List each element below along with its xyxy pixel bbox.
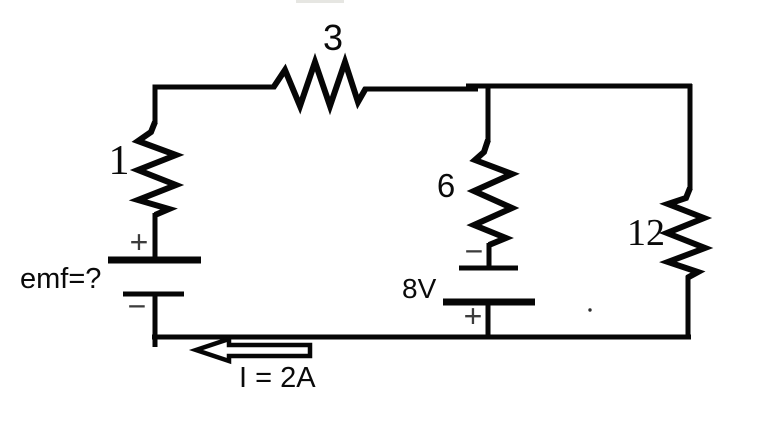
wire-top-left: [152, 84, 275, 124]
battery-middle-minus-sign: −: [465, 233, 484, 269]
resistor-left-zigzag: [128, 120, 185, 218]
label-resistor-left: 1: [109, 138, 130, 184]
label-resistor-right: 12: [627, 212, 665, 254]
label-resistor-top: 3: [323, 17, 343, 58]
label-current: I = 2A: [239, 362, 316, 394]
resistor-middle-zigzag: [466, 139, 520, 248]
battery-middle-plus-sign: +: [464, 298, 483, 334]
pen-dot-artifact: [588, 308, 592, 312]
battery-left-plus-sign: +: [130, 224, 149, 260]
battery-left-minus-sign: −: [128, 288, 147, 324]
scan-artifact-top: [296, 0, 344, 3]
label-resistor-middle: 6: [437, 167, 455, 204]
resistor-top-zigzag: [270, 52, 369, 116]
label-battery-middle: 8V: [402, 273, 437, 304]
resistor-right-zigzag: [658, 186, 714, 281]
current-arrow-icon: [188, 335, 313, 365]
label-emf: emf=?: [20, 263, 101, 295]
